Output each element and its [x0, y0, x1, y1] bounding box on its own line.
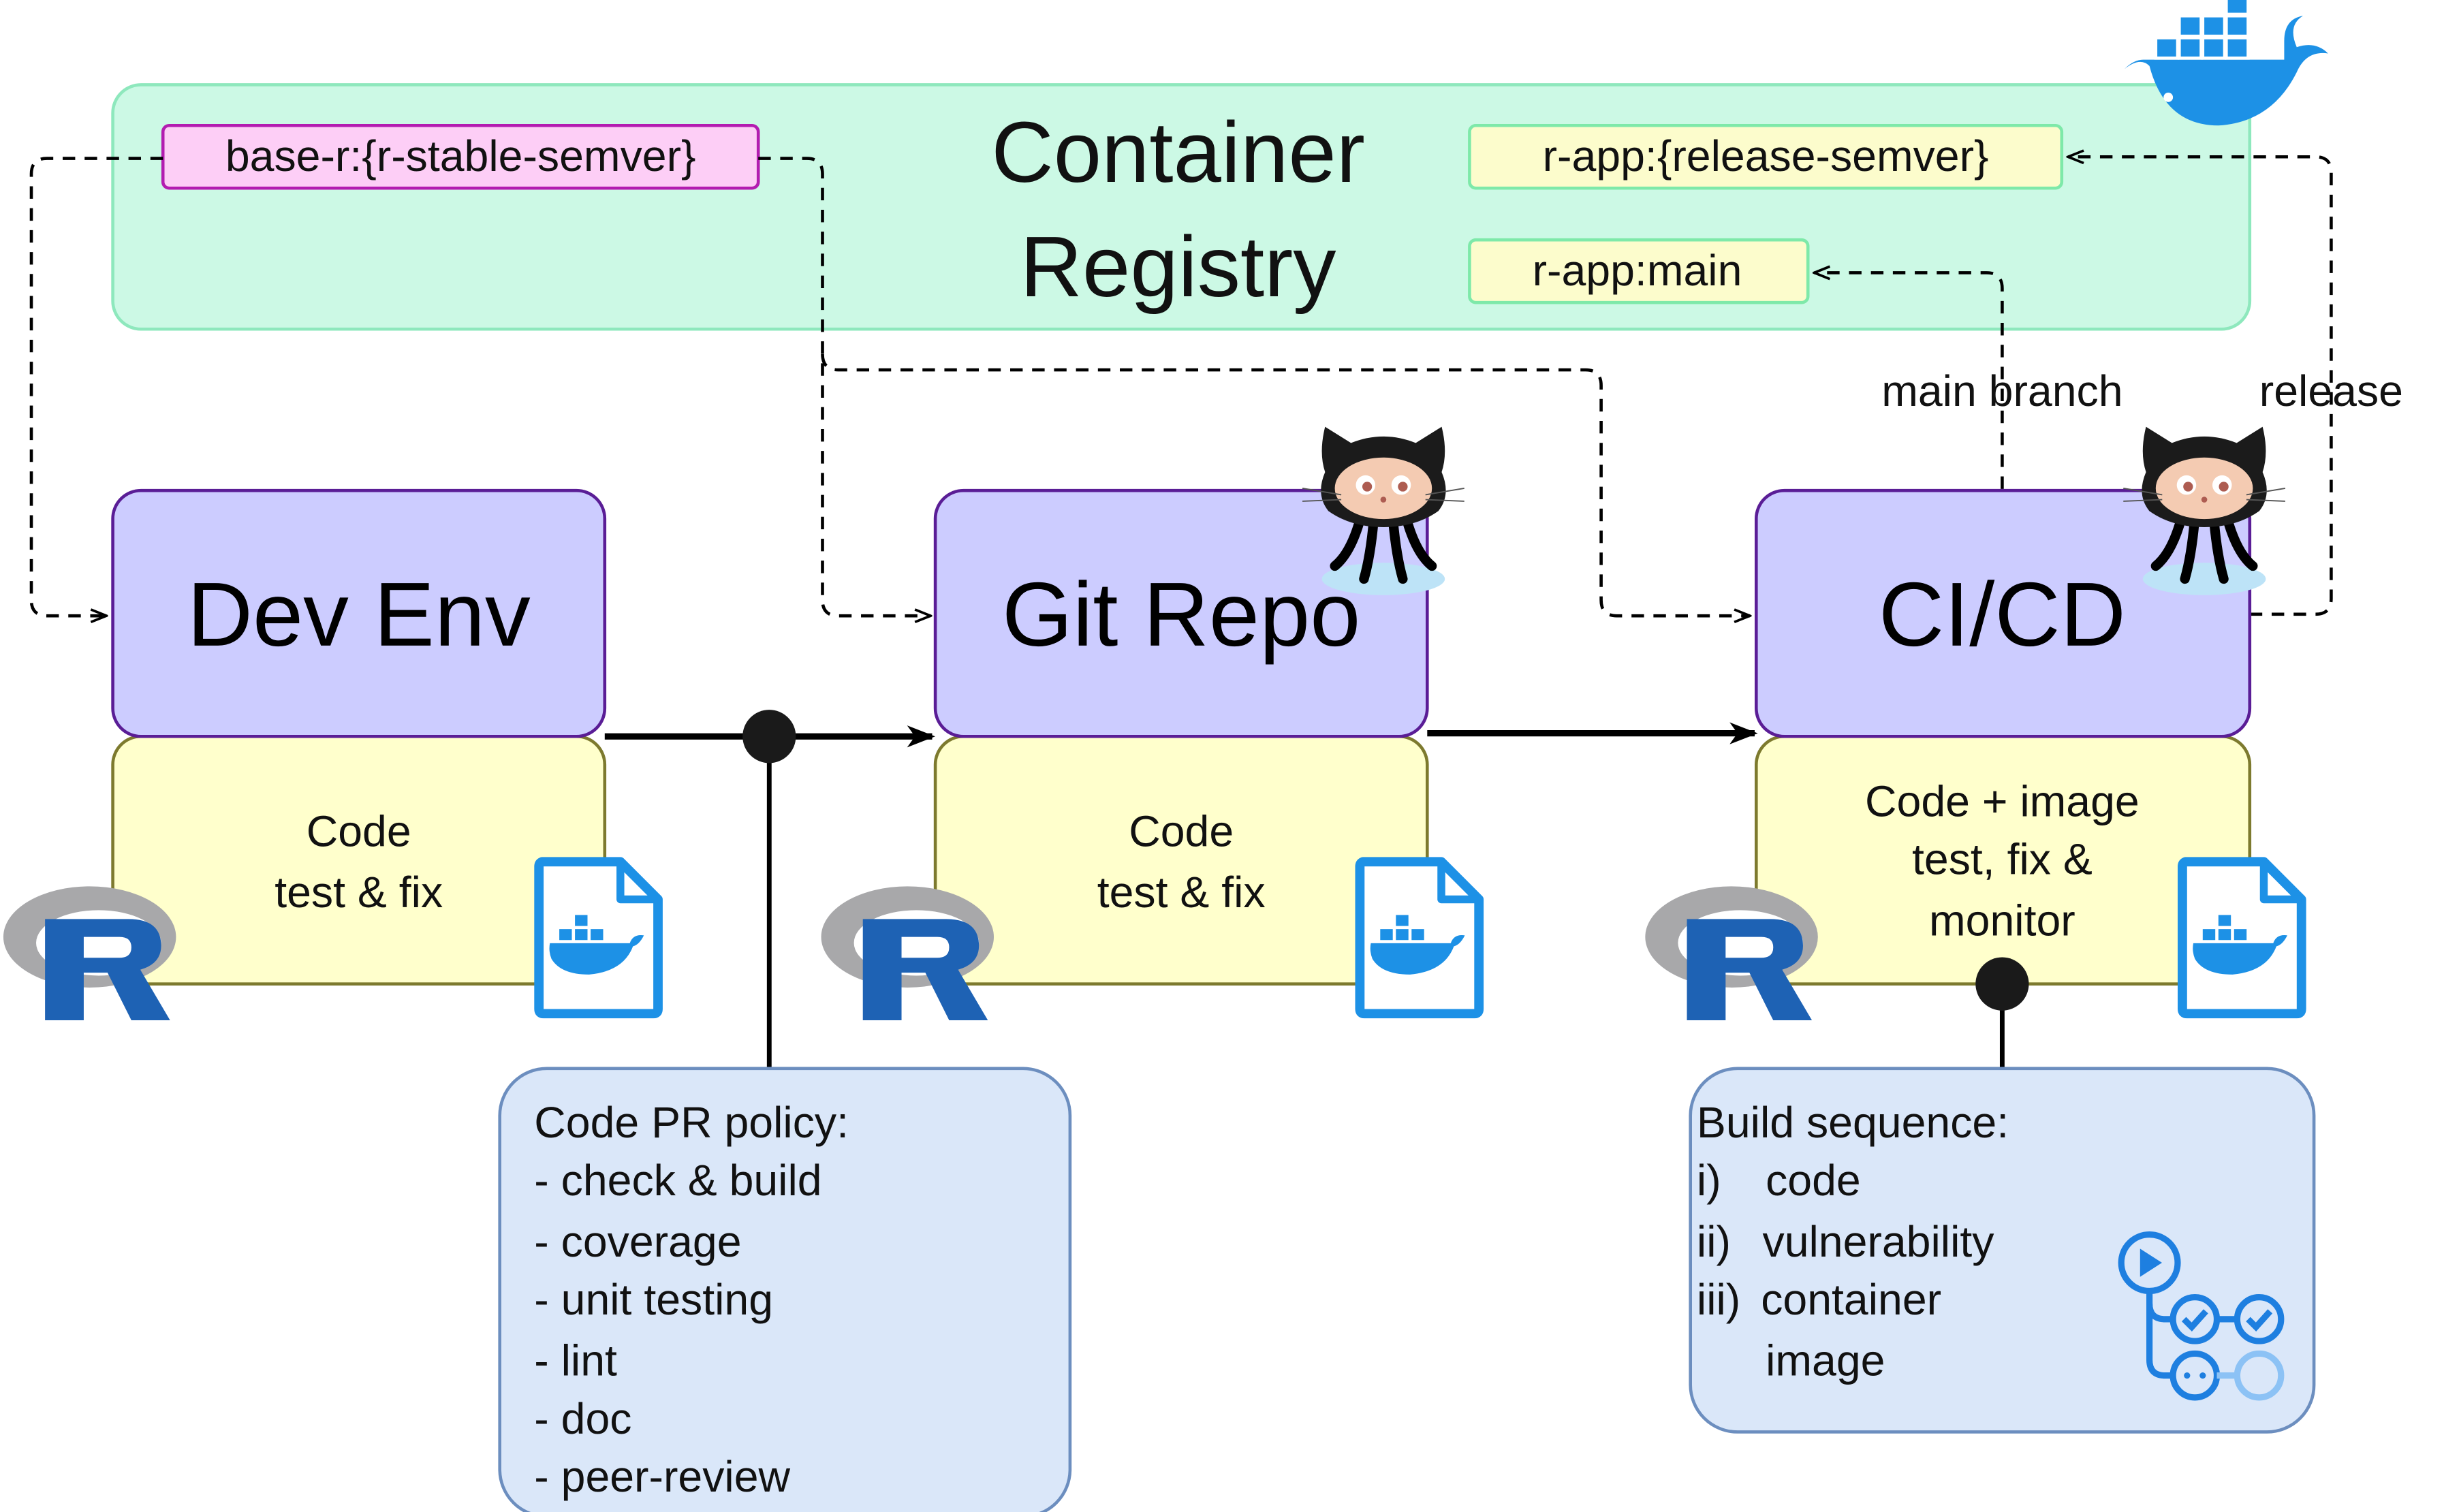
- tag-main: r-app:main: [1468, 238, 1810, 304]
- r-logo-icon: [1645, 886, 1818, 1021]
- container-registry: Container Registry: [111, 83, 2252, 331]
- pr-policy-item: - check & build: [534, 1156, 821, 1205]
- dockerfile-icon: [2182, 862, 2302, 1013]
- pr-policy-item: - doc: [534, 1394, 631, 1443]
- tag-release: r-app:{release-semver}: [1468, 123, 2064, 190]
- build-sequence-connector: [1975, 957, 2029, 1069]
- build-step-number: iii): [1697, 1275, 1740, 1324]
- edge-base-to-devenv: [29, 157, 163, 616]
- dockerfile-icon: [539, 862, 658, 1013]
- dashed-connectors: [29, 157, 2333, 616]
- registry-title-line1: Container: [991, 104, 1365, 200]
- stage-git-repo: Git Repo Code test & fix: [821, 427, 1479, 1021]
- edge-base-to-gitrepo: [758, 157, 930, 616]
- build-sequence-heading: Build sequence:: [1697, 1098, 2009, 1147]
- docker-whale-icon: [2124, 0, 2328, 126]
- pr-policy-item: - coverage: [534, 1217, 741, 1266]
- registry-title-line2: Registry: [1020, 218, 1336, 315]
- build-step-text: vulnerability: [1763, 1217, 1995, 1266]
- stage-git-repo-title: Git Repo: [1002, 564, 1360, 665]
- build-step-text: container: [1761, 1275, 1941, 1324]
- stage-git-repo-detail-2: test & fix: [1097, 868, 1266, 917]
- workflow-icon: [2118, 1231, 2285, 1401]
- label-release: release: [2259, 366, 2403, 415]
- pr-policy-heading: Code PR policy:: [534, 1098, 849, 1147]
- r-logo-icon: [821, 886, 994, 1021]
- stage-cicd-detail-1: Code + image: [1865, 777, 2140, 826]
- dockerfile-icon: [1360, 862, 1479, 1013]
- pr-policy-item: - unit testing: [534, 1275, 773, 1324]
- stage-cicd: CI/CD Code + image test, fix & monitor: [1645, 427, 2302, 1021]
- stage-dev-env-detail-2: test & fix: [275, 868, 443, 917]
- tag-release-label: r-app:{release-semver}: [1543, 131, 1989, 180]
- tag-base-r-label: base-r:{r-stable-semver}: [225, 131, 696, 180]
- edge-cicd-to-main: [1814, 272, 2004, 489]
- build-sequence-note: Build sequence: i) code ii) vulnerabilit…: [1689, 1067, 2316, 1434]
- stage-git-repo-detail-1: Code: [1129, 806, 1234, 855]
- stage-cicd-detail-2: test, fix &: [1912, 835, 2093, 884]
- tag-main-label: r-app:main: [1533, 246, 1742, 295]
- stage-cicd-detail-3: monitor: [1929, 896, 2075, 945]
- stage-dev-env: Dev Env Code test & fix: [3, 488, 658, 1021]
- build-step-text: code: [1766, 1156, 1861, 1205]
- build-step-text: image: [1766, 1336, 1885, 1385]
- pr-policy-item: - peer-review: [534, 1452, 790, 1501]
- r-logo-icon: [3, 886, 176, 1021]
- stage-dev-env-detail-1: Code: [307, 806, 411, 855]
- stage-cicd-title: CI/CD: [1879, 564, 2126, 665]
- pr-policy-note: Code PR policy: - check & build - covera…: [498, 1067, 1072, 1512]
- build-step-number: ii): [1697, 1217, 1731, 1266]
- build-step-number: i): [1697, 1156, 1721, 1205]
- edge-cicd-to-release: [2068, 157, 2333, 616]
- tag-base-r: base-r:{r-stable-semver}: [161, 123, 760, 190]
- pr-policy-connector: [742, 710, 796, 1069]
- label-main-branch: main branch: [1881, 366, 2122, 415]
- stage-dev-env-title: Dev Env: [187, 564, 531, 665]
- pr-policy-item: - lint: [534, 1336, 617, 1385]
